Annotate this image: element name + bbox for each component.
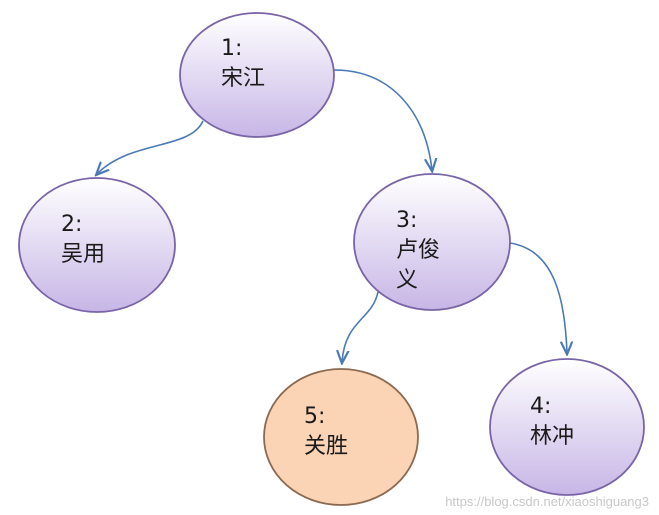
edge-3-to-4 [509, 242, 567, 353]
edge-1-to-3 [333, 69, 432, 170]
node-4-label: 4: 林冲 [530, 394, 575, 449]
node-5 [263, 368, 419, 506]
node-2-label: 2: 吴用 [61, 212, 106, 267]
node-1-label: 1: 宋江 [221, 36, 266, 91]
edge-1-to-2 [97, 120, 204, 174]
watermark-text: https://blog.csdn.net/xiaoshiguang3 [445, 494, 649, 509]
node-4 [489, 358, 645, 496]
node-5-label: 5: 关胜 [304, 404, 349, 459]
edge-3-to-5 [342, 291, 379, 362]
node-1 [179, 12, 335, 138]
node-2 [18, 177, 176, 313]
node-3 [353, 173, 511, 311]
node-3-label: 3: 卢俊 义 [396, 208, 441, 293]
